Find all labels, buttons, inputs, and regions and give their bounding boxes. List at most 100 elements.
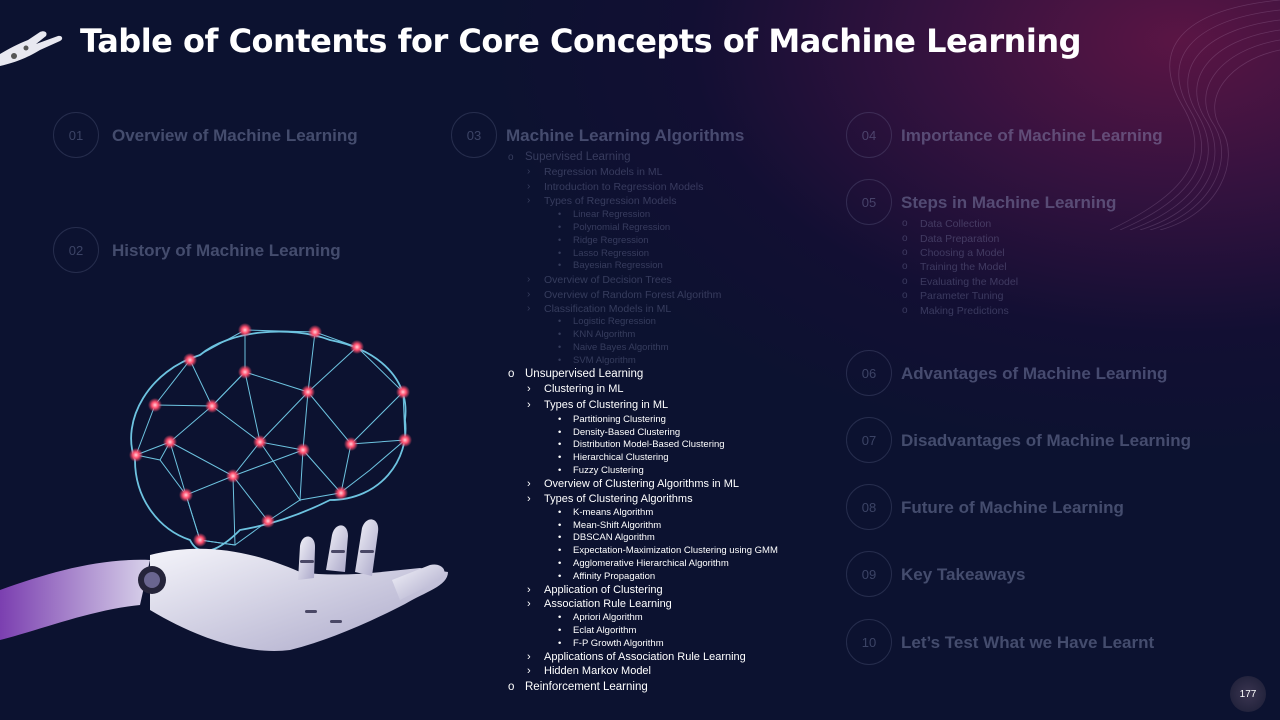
list-item: Affinity Propagation <box>573 571 656 582</box>
section-number-10: 10 <box>846 619 892 665</box>
section-title-07[interactable]: Disadvantages of Machine Learning <box>901 431 1192 450</box>
decorative-waves <box>1109 0 1280 230</box>
list-marker: o <box>902 276 908 287</box>
list-item: Ridge Regression <box>573 235 649 246</box>
bullet-icon: • <box>558 452 562 463</box>
list-item: Expectation-Maximization Clustering usin… <box>573 545 778 556</box>
section-number-07: 07 <box>846 417 892 463</box>
bullet-icon: • <box>558 507 562 518</box>
bullet-icon: • <box>558 414 562 425</box>
section-number-08: 08 <box>846 484 892 530</box>
chevron-icon: › <box>527 303 531 314</box>
list-marker: o <box>902 290 908 301</box>
unsupervised-label: Unsupervised Learning <box>525 368 644 380</box>
page-number: 177 <box>1230 676 1266 712</box>
list-item: Association Rule Learning <box>544 598 672 610</box>
section-title-01[interactable]: Overview of Machine Learning <box>112 126 358 145</box>
list-item: Overview of Clustering Algorithms in ML <box>544 478 740 490</box>
bullet-icon: • <box>558 439 562 450</box>
list-item: Introduction to Regression Models <box>544 181 704 193</box>
bullet-icon: • <box>558 532 562 543</box>
chevron-icon: › <box>527 289 531 300</box>
brain-nodes <box>129 323 412 547</box>
list-item: Apriori Algorithm <box>573 612 643 623</box>
section-title-05[interactable]: Steps in Machine Learning <box>901 193 1117 212</box>
bullet-icon: • <box>558 342 562 352</box>
bullet-icon: • <box>558 222 562 232</box>
list-item: Distribution Model-Based Clustering <box>573 439 725 450</box>
bullet-icon: • <box>558 625 562 636</box>
list-item: Application of Clustering <box>544 584 663 596</box>
page-title: Table of Contents for Core Concepts of M… <box>80 22 1082 60</box>
list-item: Regression Models in ML <box>544 166 663 178</box>
step-item: Training the Model <box>920 261 1007 273</box>
list-item: KNN Algorithm <box>573 329 636 340</box>
list-item: Mean-Shift Algorithm <box>573 520 662 531</box>
list-marker: o <box>902 305 908 316</box>
list-item: Density-Based Clustering <box>573 427 681 438</box>
list-marker: o <box>508 368 515 380</box>
section-number-01: 01 <box>53 112 99 158</box>
section-title-09[interactable]: Key Takeaways <box>901 565 1026 584</box>
section-number-09: 09 <box>846 551 892 597</box>
supervised-label: Supervised Learning <box>525 151 631 163</box>
list-item: Fuzzy Clustering <box>573 465 644 476</box>
section-title-06[interactable]: Advantages of Machine Learning <box>901 364 1168 383</box>
list-item: F-P Growth Algorithm <box>573 638 664 649</box>
list-marker: o <box>902 261 908 272</box>
section-title-03[interactable]: Machine Learning Algorithms <box>506 126 745 145</box>
step-item: Choosing a Model <box>920 247 1005 259</box>
list-item: Naive Bayes Algorithm <box>573 342 669 353</box>
section-number-05: 05 <box>846 179 892 225</box>
chevron-icon: › <box>527 383 531 395</box>
bullet-icon: • <box>558 355 562 365</box>
list-item: Polynomial Regression <box>573 222 671 233</box>
bullet-icon: • <box>558 235 562 245</box>
bullet-icon: • <box>558 329 562 339</box>
section-title-04[interactable]: Importance of Machine Learning <box>901 126 1163 145</box>
section-title-02[interactable]: History of Machine Learning <box>112 241 341 260</box>
bullet-icon: • <box>558 612 562 623</box>
section-title-10[interactable]: Let’s Test What we Have Learnt <box>901 633 1155 652</box>
step-item: Parameter Tuning <box>920 290 1004 302</box>
list-item: Types of Clustering in ML <box>544 399 669 411</box>
list-item: Bayesian Regression <box>573 260 663 271</box>
list-item: Eclat Algorithm <box>573 625 637 636</box>
bullet-icon: • <box>558 545 562 556</box>
list-marker: o <box>508 152 514 163</box>
list-item: Applications of Association Rule Learnin… <box>544 651 746 663</box>
list-item: Partitioning Clustering <box>573 414 666 425</box>
list-item: Clustering in ML <box>544 383 624 395</box>
bullet-icon: • <box>558 248 562 258</box>
bullet-icon: • <box>558 316 562 326</box>
bullet-icon: • <box>558 571 562 582</box>
chevron-icon: › <box>527 181 531 192</box>
list-item: Classification Models in ML <box>544 303 672 315</box>
list-item: SVM Algorithm <box>573 355 636 366</box>
list-marker: o <box>902 218 908 229</box>
robotic-hand <box>0 519 448 651</box>
section-title-08[interactable]: Future of Machine Learning <box>901 498 1124 517</box>
section-number-02: 02 <box>53 227 99 273</box>
section-number-04: 04 <box>846 112 892 158</box>
chevron-icon: › <box>527 598 531 610</box>
list-item: Agglomerative Hierarchical Algorithm <box>573 558 729 569</box>
bullet-icon: • <box>558 260 562 270</box>
chevron-icon: › <box>527 651 531 663</box>
list-item: Hierarchical Clustering <box>573 452 669 463</box>
chevron-icon: › <box>527 399 531 411</box>
section-number-03: 03 <box>451 112 497 158</box>
list-item: K-means Algorithm <box>573 507 654 518</box>
list-marker: o <box>902 247 908 258</box>
list-item: DBSCAN Algorithm <box>573 532 655 543</box>
section-number-06: 06 <box>846 350 892 396</box>
list-item: Logistic Regression <box>573 316 656 327</box>
list-marker: o <box>902 233 908 244</box>
chevron-icon: › <box>527 584 531 596</box>
list-item: Hidden Markov Model <box>544 665 651 677</box>
bullet-icon: • <box>558 558 562 569</box>
chevron-icon: › <box>527 274 531 285</box>
step-item: Making Predictions <box>920 305 1009 317</box>
chevron-icon: › <box>527 195 531 206</box>
bullet-icon: • <box>558 520 562 531</box>
